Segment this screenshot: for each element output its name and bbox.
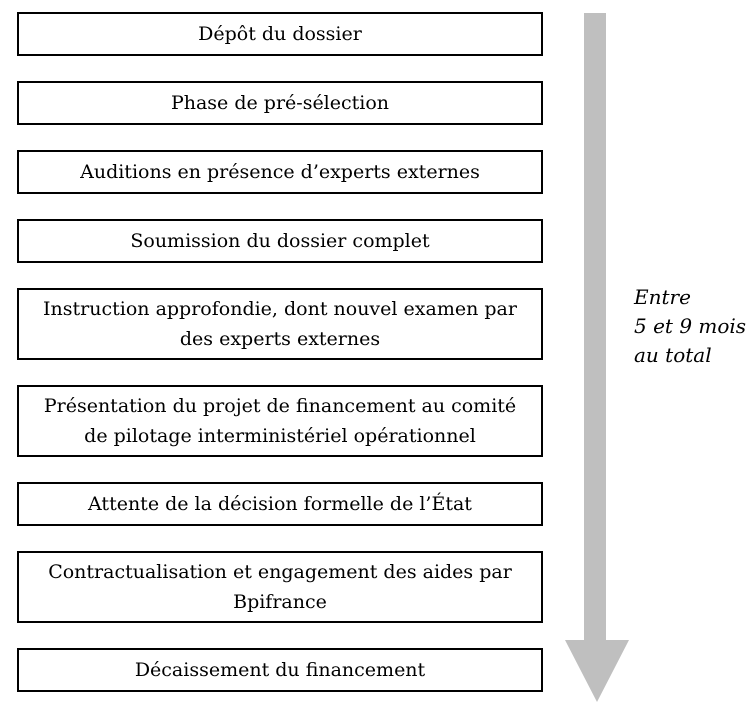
process-step-label: Auditions en présence d’experts externes (80, 161, 480, 183)
process-step-label: Décaissement du financement (134, 659, 426, 681)
process-step-label: Attente de la décision formelle de l’Éta… (88, 493, 472, 515)
duration-annotation: Entre 5 et 9 mois au total (634, 283, 746, 370)
process-step-box: Décaissement du financement (17, 648, 543, 692)
duration-annotation-line: 5 et 9 mois (634, 314, 747, 338)
process-steps-column: Dépôt du dossier Phase de pré-sélection … (17, 12, 543, 692)
duration-annotation-line: Entre (634, 285, 691, 309)
process-step-box: Auditions en présence d’experts externes (17, 150, 543, 194)
process-step-box: Soumission du dossier complet (17, 219, 543, 263)
process-step-box: Phase de pré-sélection (17, 81, 543, 125)
process-step-box: Présentation du projet de financement au… (17, 385, 543, 457)
process-step-label: Soumission du dossier complet (130, 230, 430, 252)
process-step-label: Phase de pré-sélection (170, 92, 390, 114)
duration-annotation-line: au total (634, 343, 712, 367)
down-arrow-shaft (584, 13, 606, 640)
process-step-label: Présentation du projet de financement au… (43, 395, 517, 447)
process-step-label: Instruction approfondie, dont nouvel exa… (43, 298, 517, 350)
process-step-box: Dépôt du dossier (17, 12, 543, 56)
process-step-box: Instruction approfondie, dont nouvel exa… (17, 288, 543, 360)
process-step-label: Dépôt du dossier (198, 23, 362, 45)
down-arrow-head-icon (565, 640, 629, 702)
process-step-label: Contractualisation et engagement des aid… (48, 561, 512, 613)
process-step-box: Attente de la décision formelle de l’Éta… (17, 482, 543, 526)
process-step-box: Contractualisation et engagement des aid… (17, 551, 543, 623)
